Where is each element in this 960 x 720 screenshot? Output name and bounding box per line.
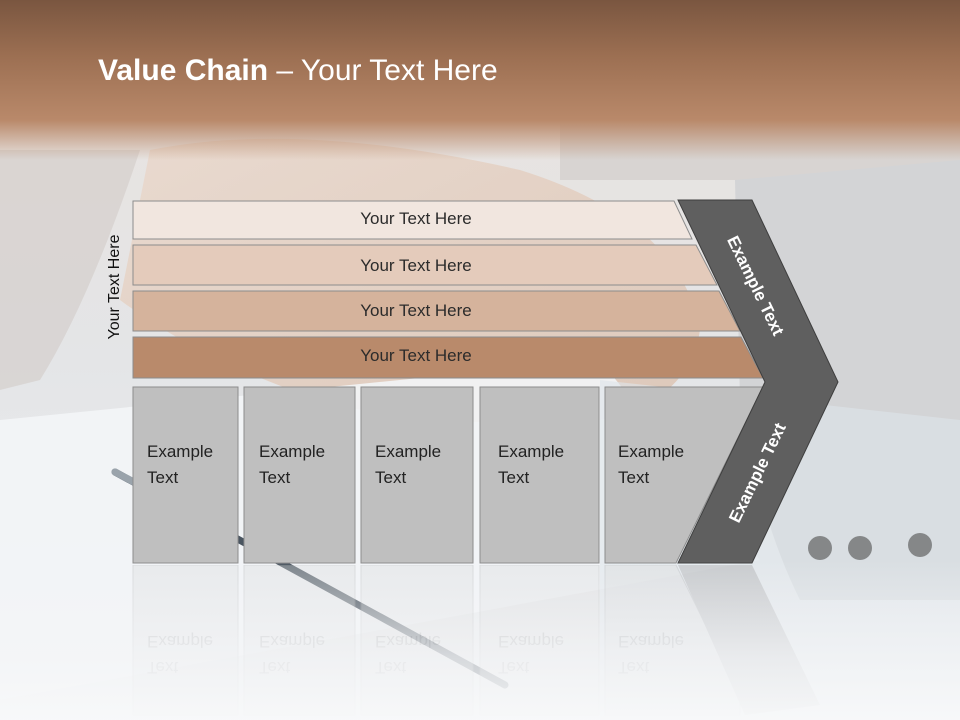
column-3-line1: Example — [375, 442, 442, 461]
column-1-line1: Example — [147, 442, 214, 461]
bar-4-label: Your Text Here — [360, 346, 472, 365]
column-2-label: Example Text — [259, 439, 325, 491]
reflection-fade — [0, 560, 960, 720]
column-5-label: Example Text — [618, 439, 684, 491]
bar-3-label: Your Text Here — [360, 301, 472, 320]
column-4-label: Example Text — [498, 439, 564, 491]
slide-title: Value Chain – Your Text Here — [98, 54, 498, 88]
column-3-label: Example Text — [375, 439, 441, 491]
column-2[interactable] — [243, 386, 356, 564]
column-3[interactable] — [360, 386, 474, 564]
slide-title-bold: Value Chain — [98, 54, 269, 87]
column-3-line2: Text — [375, 468, 407, 487]
title-band — [0, 0, 960, 160]
column-2-line2: Text — [259, 468, 291, 487]
column-5-line2: Text — [618, 468, 650, 487]
bar-3[interactable] — [132, 290, 741, 332]
column-4[interactable] — [479, 386, 600, 564]
column-5-line1: Example — [618, 442, 685, 461]
bar-2[interactable] — [132, 244, 718, 286]
column-4-line1: Example — [498, 442, 565, 461]
column-1[interactable] — [132, 386, 239, 564]
bar-1-label: Your Text Here — [360, 209, 472, 228]
bar-1[interactable] — [132, 200, 693, 240]
column-4-line2: Text — [498, 468, 530, 487]
column-2-line1: Example — [259, 442, 326, 461]
slide-title-rest: – Your Text Here — [268, 54, 498, 87]
column-1-line2: Text — [147, 468, 179, 487]
bar-2-label: Your Text Here — [360, 256, 472, 275]
column-1-label: Example Text — [147, 439, 213, 491]
